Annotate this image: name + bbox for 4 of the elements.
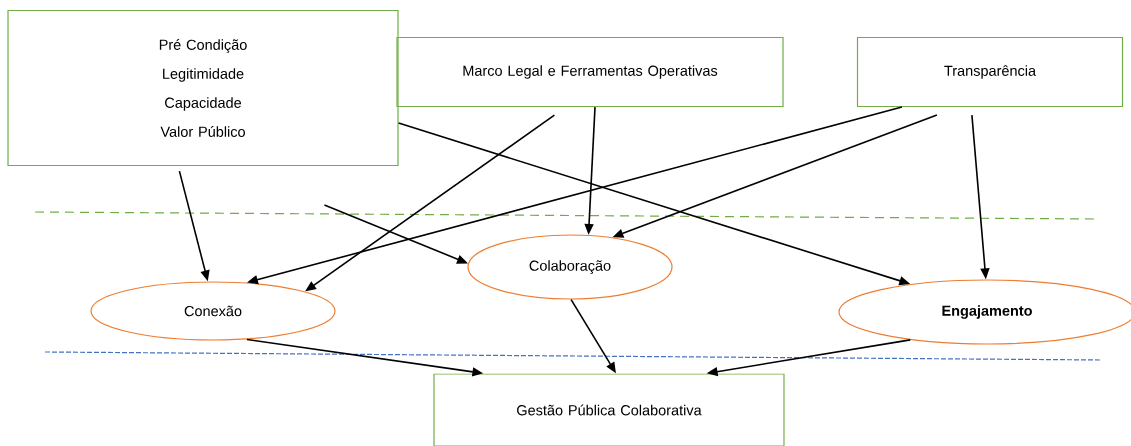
concept-box: Pré Condição Legitimidade Capacidade Valor Público bbox=[7, 9, 399, 167]
concept-box: Marco Legal e Ferramentas Operativas bbox=[396, 36, 784, 108]
concept-box: Gestão Pública Colaborativa bbox=[433, 373, 785, 446]
concept-box: Transparência bbox=[856, 36, 1124, 108]
